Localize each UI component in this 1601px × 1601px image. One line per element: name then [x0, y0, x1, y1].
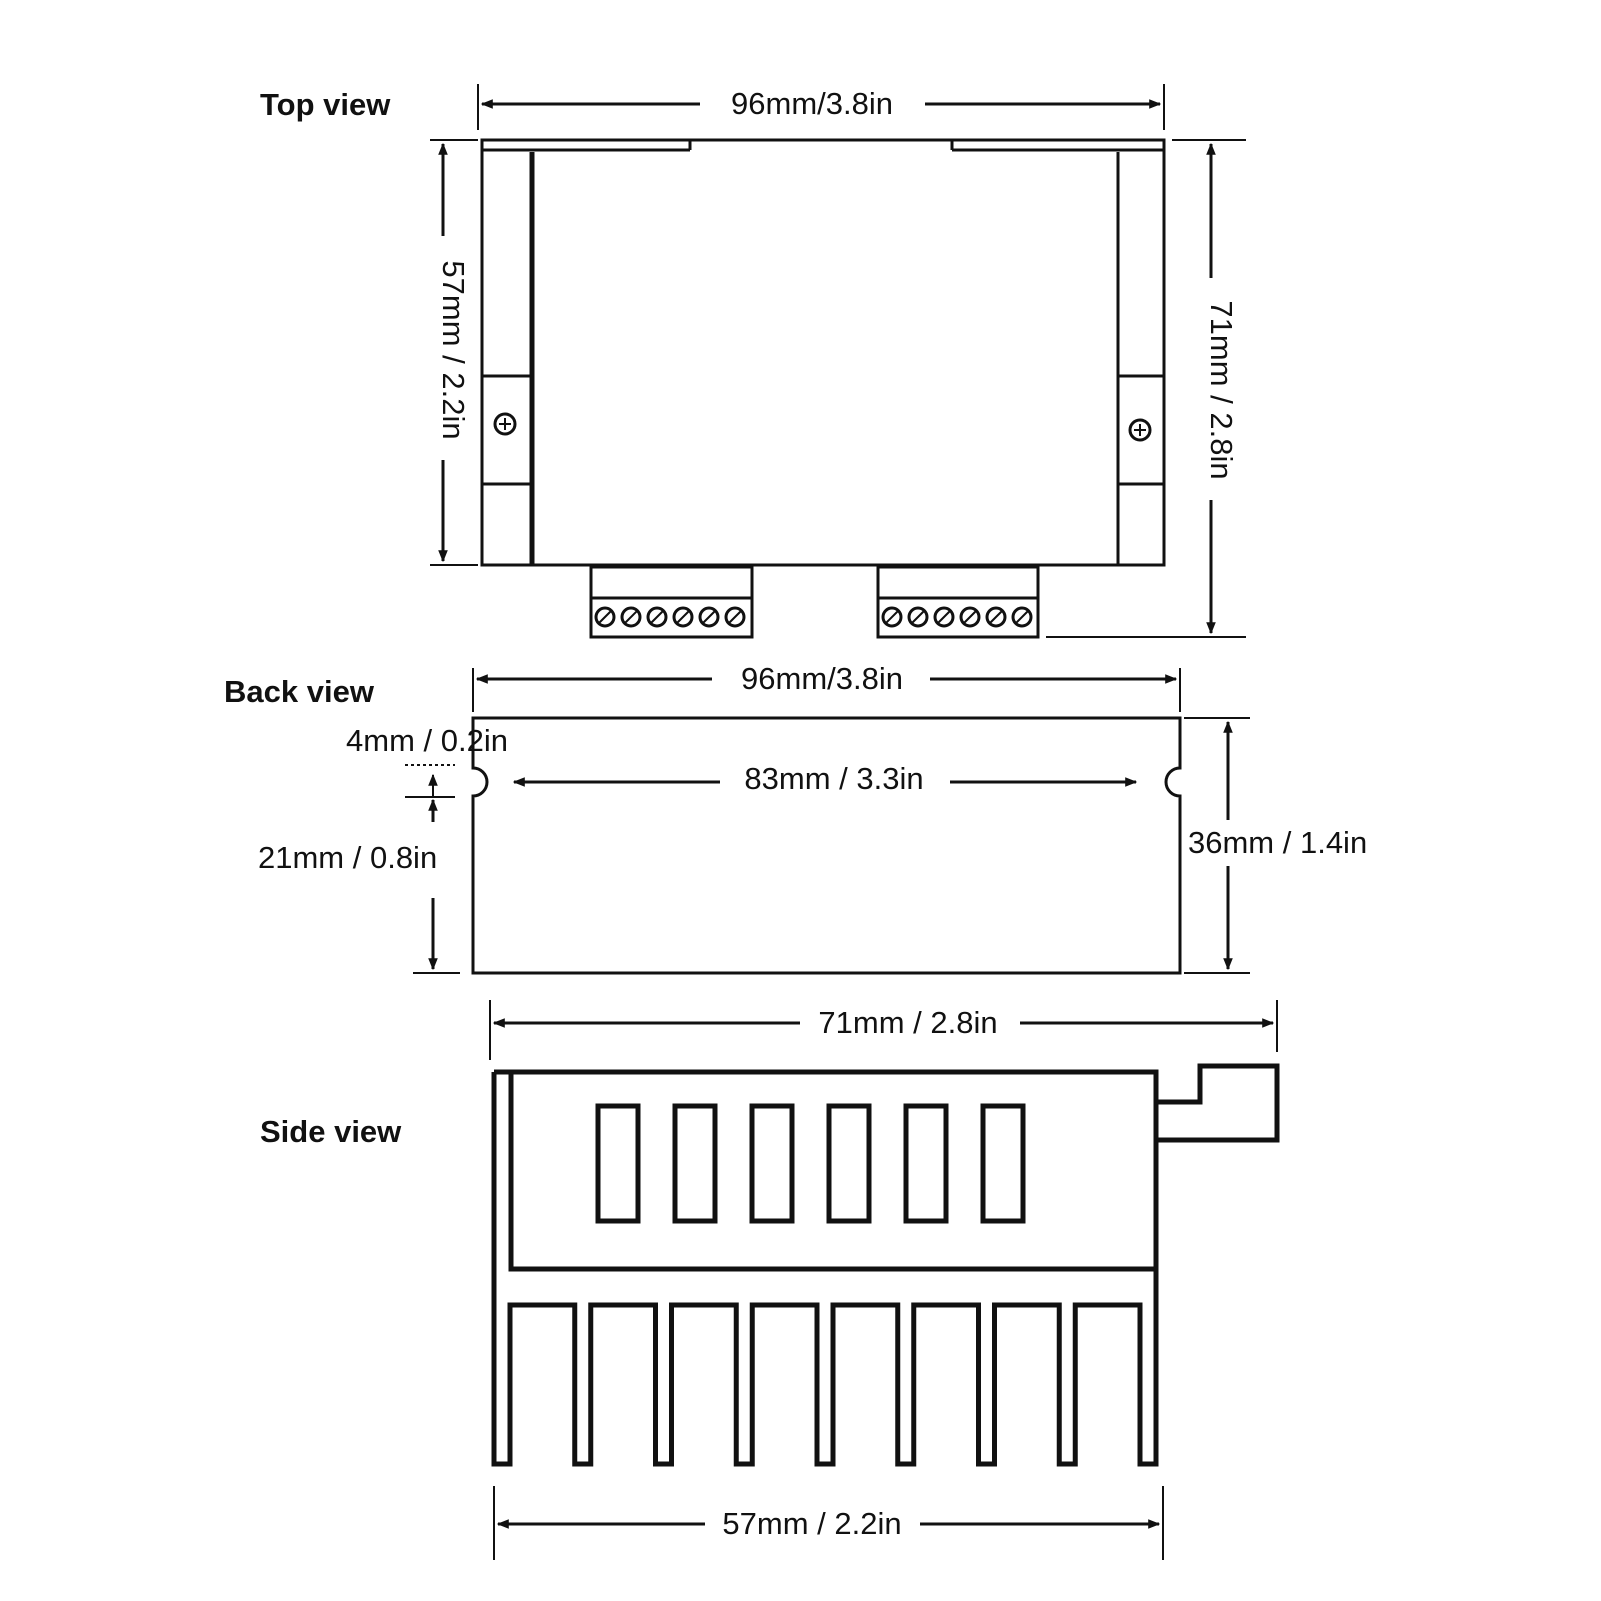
back-lower-height-label: 21mm / 0.8in	[258, 840, 437, 875]
terminal-screw-icon	[672, 606, 694, 628]
side-base-width-label: 57mm / 2.2in	[722, 1506, 901, 1541]
terminal-screw-icon	[646, 606, 668, 628]
terminal-screw-slot	[989, 610, 1003, 624]
terminal-block-right	[876, 565, 1040, 639]
top-right-height-label: 71mm / 2.8in	[1204, 300, 1239, 479]
terminal-screw-slot	[598, 610, 612, 624]
terminal-screw-slot	[650, 610, 664, 624]
top-view-label: Top view	[260, 87, 391, 122]
terminal-screw-slot	[885, 610, 899, 624]
terminal-screw-slot	[1015, 610, 1029, 624]
terminal-screw-icon	[594, 606, 616, 628]
back-view-label: Back view	[224, 674, 375, 709]
back-lower-height-dimension: 21mm / 0.8in	[258, 798, 460, 974]
terminal-screw-icon	[881, 606, 903, 628]
vent-slot	[749, 1103, 795, 1224]
terminal-screw-icon	[985, 606, 1007, 628]
vent-slot	[903, 1103, 949, 1224]
back-height-dimension: 36mm / 1.4in	[1184, 717, 1367, 974]
side-view: Side view 71mm / 2.8in 57mm /	[260, 1000, 1280, 1560]
back-width-label: 96mm/3.8in	[741, 661, 903, 696]
heatsink-fins	[491, 1269, 1159, 1467]
side-base-width-dimension: 57mm / 2.2in	[493, 1486, 1164, 1560]
vent-slot	[672, 1103, 718, 1224]
top-right-height-dimension: 71mm / 2.8in	[1046, 139, 1246, 638]
terminal-screw-icon	[698, 606, 720, 628]
back-housing	[471, 716, 1182, 975]
side-housing	[491, 1063, 1280, 1464]
back-view: Back view 96mm/3.8in 83mm / 3.3in 4mm / …	[224, 661, 1367, 975]
terminal-screw-slot	[937, 610, 951, 624]
side-view-label: Side view	[260, 1114, 402, 1149]
terminal-screw-slot	[728, 610, 742, 624]
side-width-dimension: 71mm / 2.8in	[489, 1000, 1278, 1060]
right-mount-screw-icon	[1128, 418, 1152, 442]
terminal-screw-icon	[620, 606, 642, 628]
back-hole-spacing-label: 83mm / 3.3in	[744, 761, 923, 796]
vent-slot	[826, 1103, 872, 1224]
top-width-label: 96mm/3.8in	[731, 86, 893, 121]
top-view: Top view 96mm/3.8in	[260, 84, 1246, 639]
back-slot-label: 4mm / 0.2in	[346, 723, 508, 758]
top-width-dimension: 96mm/3.8in	[477, 84, 1165, 130]
top-housing	[480, 138, 1166, 567]
top-left-height-dimension: 57mm / 2.2in	[430, 139, 478, 566]
back-width-dimension: 96mm/3.8in	[472, 661, 1181, 712]
vent-slot	[980, 1103, 1026, 1224]
terminal-screw-slot	[911, 610, 925, 624]
back-height-label: 36mm / 1.4in	[1188, 825, 1367, 860]
top-left-height-label: 57mm / 2.2in	[436, 260, 471, 439]
terminal-screw-icon	[959, 606, 981, 628]
left-mount-screw-icon	[493, 412, 517, 436]
vent-slot	[595, 1103, 641, 1224]
terminal-screw-slot	[702, 610, 716, 624]
terminal-screw-icon	[724, 606, 746, 628]
terminal-block-left	[589, 565, 754, 639]
back-hole-spacing-dimension: 83mm / 3.3in	[512, 761, 1138, 796]
terminal-screw-slot	[624, 610, 638, 624]
terminal-screw-icon	[1011, 606, 1033, 628]
terminal-screw-icon	[907, 606, 929, 628]
terminal-screw-icon	[933, 606, 955, 628]
terminal-screw-slot	[963, 610, 977, 624]
side-width-label: 71mm / 2.8in	[818, 1005, 997, 1040]
terminal-screw-slot	[676, 610, 690, 624]
back-slot-dimension: 4mm / 0.2in	[346, 723, 508, 798]
